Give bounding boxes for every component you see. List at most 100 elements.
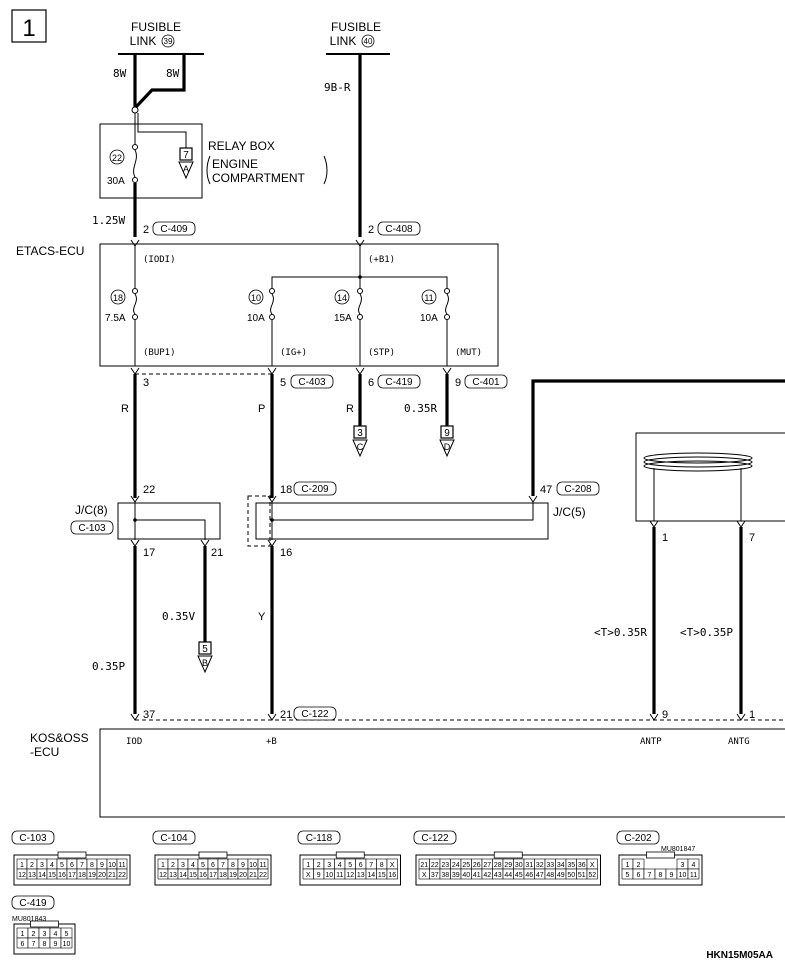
- kos-oss-ecu: KOS&OSS -ECU 37 21 C-122 IOD +B ANTP ANT…: [30, 706, 785, 818]
- connector-pin: 34: [557, 862, 565, 869]
- connector-pin: 1: [626, 862, 630, 869]
- etacs-fuse-11-num: 11: [424, 293, 433, 303]
- connector-pin: 1: [306, 862, 310, 869]
- wire-label-antp: <T>0.35R: [594, 626, 647, 639]
- connector-pin: 4: [338, 862, 342, 869]
- connector-pin: 22: [259, 872, 267, 879]
- connector-pin: 7: [221, 862, 225, 869]
- connector-pin: 37: [431, 872, 439, 879]
- fusible-link-40-prefix: FUSIBLE: [331, 20, 381, 34]
- connector-pin: 14: [179, 872, 187, 879]
- connector-pin: 47: [536, 872, 544, 879]
- connector-title: C-118: [306, 833, 333, 844]
- wire-label-stp: R: [346, 403, 354, 415]
- connector-pin: 7: [32, 941, 36, 948]
- connector-pin: X: [306, 872, 311, 879]
- relay-ref-num: 7: [183, 150, 189, 161]
- etacs-out-bup1: (BUP1): [143, 348, 176, 358]
- connector-pin: 8: [43, 941, 47, 948]
- etacs-out-mut: (MUT): [455, 348, 482, 358]
- connector-pin: 10: [679, 872, 687, 879]
- kos-name-antg: ANTG: [728, 737, 750, 747]
- connector-pin: 46: [525, 872, 533, 879]
- connector-pin: 12: [18, 872, 26, 879]
- connector-pin: 3: [327, 862, 331, 869]
- jc5-pin-47: 47: [540, 484, 552, 496]
- fl40-wire: 9B-R: [324, 54, 362, 237]
- connector-pin: 21: [249, 872, 257, 879]
- connector-pin: 22: [118, 872, 126, 879]
- connector-pin: 1: [21, 931, 25, 938]
- etacs-fuse-18-num: 18: [113, 293, 123, 303]
- etacs-fuse-10: 10 10A: [247, 288, 275, 324]
- connector-pin: 17: [68, 872, 76, 879]
- fusible-link-39: FUSIBLE LINK 39: [118, 20, 204, 55]
- connector-pin: 4: [191, 862, 195, 869]
- etacs-fuse-18: 18 7.5A: [105, 288, 138, 324]
- connector-pin: 15: [48, 872, 56, 879]
- connector-pin: 11: [690, 872, 697, 879]
- connector-pin: 3: [181, 862, 185, 869]
- connector-pin: 42: [483, 872, 491, 879]
- connector-pin: 8: [90, 862, 94, 869]
- connector-pin: 29: [504, 862, 512, 869]
- ref-b-num: 5: [202, 644, 208, 655]
- kos-pin-9: 9: [662, 709, 668, 721]
- connector-pin: 19: [88, 872, 96, 879]
- kos-name-b: +B: [266, 737, 277, 747]
- antenna: 1 7 <T>0.35R <T>0.35P 9 1: [594, 432, 785, 721]
- jc8-out2: 21: [211, 547, 223, 559]
- connector-pin: 1: [161, 862, 165, 869]
- fusible-link-39-num: 39: [164, 37, 173, 46]
- jc8-conn: C-103: [78, 523, 106, 534]
- connector-pin: X: [390, 862, 395, 869]
- connector-pin: 5: [348, 862, 352, 869]
- output-wires: R P R 0.35R 3 C 9 D: [121, 374, 455, 498]
- connector-pin: 16: [388, 872, 396, 879]
- etacs-pin-3: 3: [143, 377, 149, 389]
- ref-c-num: 3: [357, 428, 363, 439]
- etacs-pin-iodi: 2: [143, 224, 149, 236]
- connector-pin: 13: [169, 872, 177, 879]
- jc5-label: J/C(5): [553, 505, 586, 519]
- connector-pin: 7: [369, 862, 373, 869]
- connector-pin: 2: [317, 862, 321, 869]
- connector-pin: 6: [70, 862, 74, 869]
- etacs-pin-b1: 2: [368, 224, 374, 236]
- jc5: 18 C-209 47 C-208 J/C(5) 16 Y: [247, 379, 785, 714]
- etacs-pin-6: 6: [368, 377, 374, 389]
- fusible-link-39-prefix: FUSIBLE: [131, 20, 181, 34]
- connector-pin: 5: [65, 931, 69, 938]
- etacs-conn-401: C-401: [472, 377, 500, 388]
- ref-c-letter: C: [357, 442, 364, 452]
- connector-pin: 1: [20, 862, 24, 869]
- ref-d-num: 9: [444, 428, 450, 439]
- page-number-text: 1: [22, 15, 35, 42]
- kos-conn-122: C-122: [301, 709, 329, 720]
- connector-pin: 40: [462, 872, 470, 879]
- connector-pin: 17: [209, 872, 217, 879]
- etacs-conn-iodi: C-409: [160, 224, 188, 235]
- connector-pin: 13: [357, 872, 365, 879]
- etacs-conn-419: C-419: [385, 377, 413, 388]
- connector-title: C-122: [421, 833, 449, 844]
- connector-pin: 45: [515, 872, 523, 879]
- connector-pin: 24: [452, 862, 460, 869]
- connector-part-number: MU801843: [12, 916, 46, 923]
- connector-pin: 15: [378, 872, 386, 879]
- connector-pin: 2: [32, 931, 36, 938]
- wire-label-bup1: R: [121, 403, 129, 415]
- relay-box-sub1: ENGINE: [212, 157, 258, 171]
- relay-box-sub2: COMPARTMENT: [212, 171, 306, 185]
- etacs-fuse-11: 11 10A: [420, 288, 450, 324]
- connector-pin: 18: [78, 872, 86, 879]
- connector-pin: 15: [189, 872, 197, 879]
- connector-pin: 27: [483, 862, 491, 869]
- jc8-label: J/C(8): [75, 503, 108, 517]
- relay-fuse-num: 22: [112, 153, 122, 163]
- wire-label-igp: P: [258, 403, 265, 415]
- fusible-link-39-label: LINK: [130, 34, 157, 48]
- etacs-name-b1: (+B1): [368, 255, 395, 265]
